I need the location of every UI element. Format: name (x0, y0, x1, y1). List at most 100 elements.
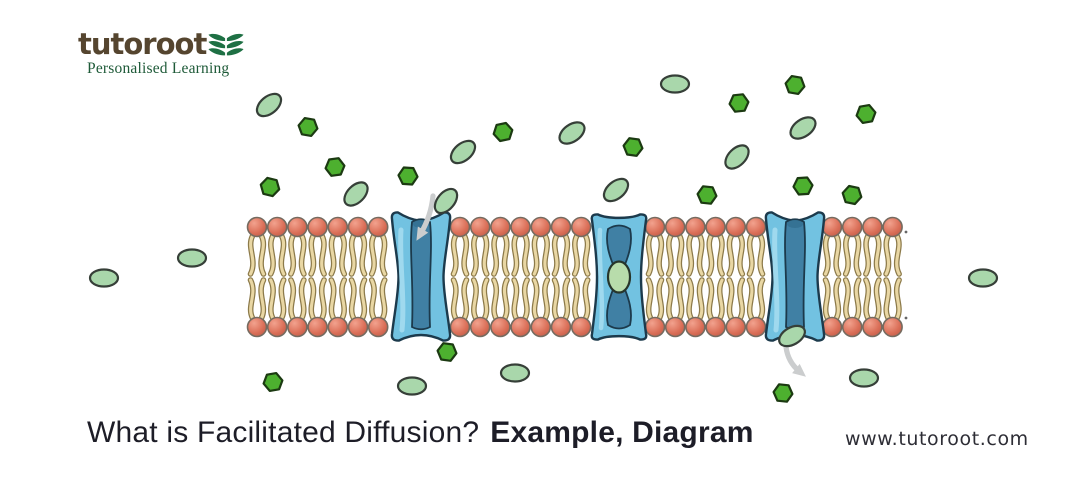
lipid-tail (747, 278, 754, 320)
phospholipid-head (705, 216, 726, 238)
lipid-tail (718, 278, 724, 320)
lipid-tail (482, 278, 489, 320)
lipid-tail (380, 234, 387, 276)
lipid-tail (451, 278, 458, 320)
lipid-tail (532, 234, 539, 276)
lipid-tail (667, 234, 673, 276)
lipid-tail (360, 278, 367, 320)
phospholipid-head (685, 316, 706, 338)
lipid-tail (697, 234, 704, 276)
lipid-tail (823, 278, 830, 320)
phospholipid-head (287, 316, 308, 338)
brand-tagline: Personalised Learning (87, 60, 230, 77)
lipid-tail (738, 278, 744, 320)
lipid-tail (758, 234, 765, 276)
lipid-tail (738, 234, 744, 276)
lipid-tail (573, 278, 579, 320)
lipid-tail (502, 278, 509, 320)
protein-highlight (597, 227, 605, 331)
lipid-tail (677, 278, 684, 320)
lipid-tail (370, 278, 376, 320)
glucose-molecule (967, 268, 999, 288)
lipid-tail (895, 278, 901, 320)
lipid-tail (472, 278, 478, 320)
lipid-tail (895, 234, 901, 276)
phospholipid-head (307, 216, 328, 238)
lipid-tail (834, 234, 841, 276)
phospholipid-head (449, 316, 471, 338)
lipid-tail (492, 278, 498, 320)
phospholipid-head (550, 216, 572, 238)
glucose-molecule (659, 74, 691, 94)
solute-molecule (492, 121, 514, 143)
lipid-tail (512, 278, 519, 320)
phospholipid-head (821, 316, 843, 338)
phospholipid-head (570, 316, 592, 338)
glucose-molecule (789, 116, 817, 140)
glucose-molecule (449, 139, 477, 165)
lipid-tail (758, 278, 765, 320)
lipid-tail (360, 234, 367, 276)
lipid-tail (543, 234, 549, 276)
title-question: What is Facilitated Diffusion? (87, 416, 480, 449)
lipid-tail (309, 278, 316, 320)
lipid-tail (320, 278, 326, 320)
phospholipid-head (327, 316, 349, 338)
lipid-tail (451, 234, 458, 276)
lipid-tail (259, 234, 266, 276)
lipid-tail (874, 278, 881, 320)
phospholipid-head (530, 216, 552, 238)
protein-highlight (772, 227, 780, 333)
lipid-tail (269, 278, 275, 320)
phospholipid-head (347, 316, 369, 338)
phospholipid-head (367, 216, 389, 238)
phospholipid-head (246, 216, 268, 238)
lipid-tail (462, 278, 469, 320)
lipid-tail (248, 234, 255, 276)
lipid-tail (523, 234, 529, 276)
lipid-tail (646, 278, 653, 320)
glucose-molecule (778, 324, 806, 348)
phospholipid-head (882, 216, 903, 238)
lipid-tail (884, 234, 891, 276)
glucose-molecule (176, 248, 208, 268)
lipid-tail (864, 278, 870, 320)
lipid-tail (583, 234, 590, 276)
membrane-end-dot (904, 230, 908, 234)
lipid-tail (380, 278, 387, 320)
lipid-tail (472, 234, 478, 276)
phospholipid-head (725, 316, 747, 338)
lipid-tail (844, 234, 850, 276)
glucose-molecule (602, 177, 630, 203)
glucose-molecule (499, 363, 531, 383)
lipid-tail (844, 278, 850, 320)
lipid-tail (657, 234, 664, 276)
lipid-tail (823, 234, 830, 276)
solute-molecule (841, 184, 863, 206)
phospholipid-head (841, 216, 863, 238)
phospholipid-head (745, 216, 767, 238)
lipid-tail (543, 278, 549, 320)
title-highlight: Example, Diagram (490, 416, 754, 449)
phospholipid-head (469, 216, 491, 238)
phospholipid-head (449, 216, 471, 238)
phospholipid-head (266, 316, 288, 338)
glucose-molecule (343, 181, 369, 207)
membrane-end-dot (904, 316, 908, 320)
lipid-tail (289, 278, 295, 320)
glucose-molecule (88, 268, 120, 288)
solute-molecule (436, 342, 458, 362)
lipid-tail (259, 278, 266, 320)
pore-opening (787, 220, 803, 228)
solute-molecule (855, 103, 877, 125)
lipid-tail (854, 278, 861, 320)
phospholipid-head (307, 316, 328, 338)
lipid-tail (492, 234, 498, 276)
lipid-tail (834, 278, 841, 320)
phospholipid-head (327, 216, 349, 238)
lipid-tail (320, 234, 326, 276)
phospholipid-head (367, 316, 389, 338)
protein-highlight (398, 227, 406, 333)
lipid-tail (512, 234, 519, 276)
